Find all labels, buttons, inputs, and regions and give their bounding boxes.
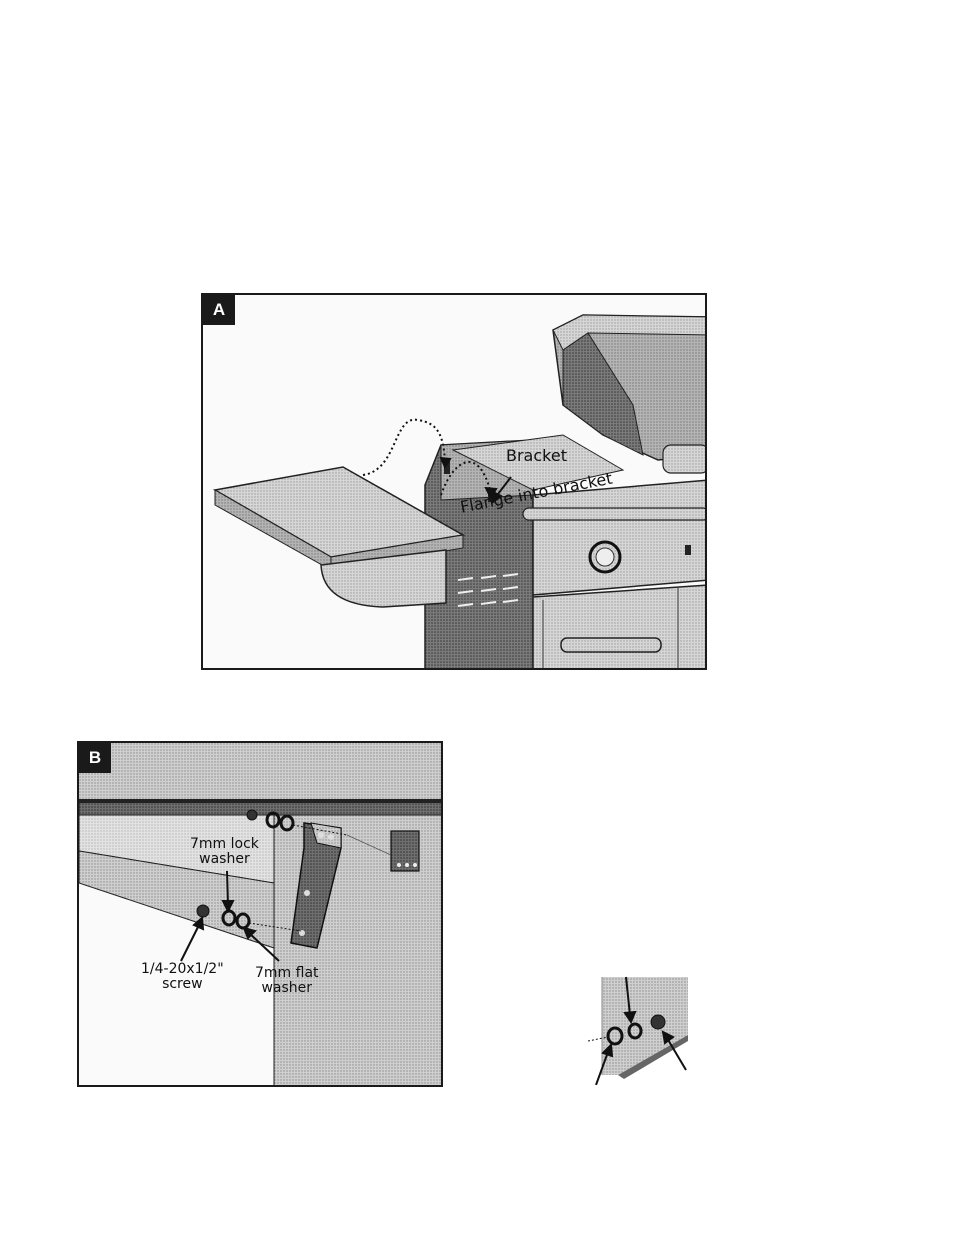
hardware-detail-inset [588, 975, 690, 1085]
callout-screw: 1/4-20x1/2" screw [141, 962, 224, 992]
figure-b: B [77, 741, 443, 1087]
callout-bracket: Bracket [506, 448, 567, 463]
callout-lock-washer: 7mm lock washer [190, 837, 259, 867]
wall-hook-bracket [391, 831, 419, 871]
figure-a-tag: A [203, 295, 235, 325]
figure-b-illustration [79, 743, 443, 1087]
figure-a-illustration [203, 295, 707, 670]
hardware-detail-illustration [588, 975, 690, 1085]
grill-cabinet-doors [533, 585, 707, 670]
callout-flat-washer: 7mm flat washer [255, 966, 319, 996]
figure-b-tag: B [79, 743, 111, 773]
figure-a: A [201, 293, 707, 670]
side-panel-top-rail [79, 799, 443, 815]
